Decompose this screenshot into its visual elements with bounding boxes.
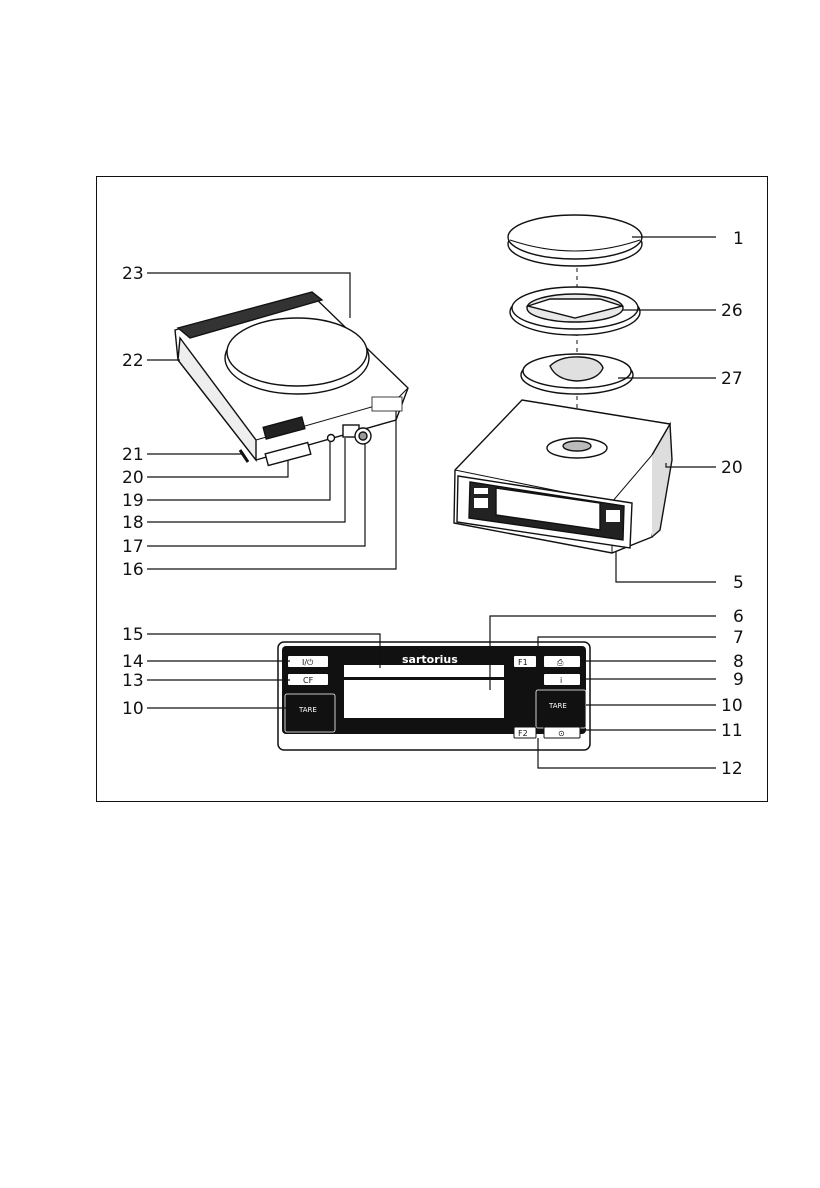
cf-key-label: CF: [303, 676, 314, 685]
callout-7: 7: [733, 628, 744, 648]
callout-1: 1: [733, 229, 744, 249]
balance-body: [454, 400, 672, 553]
tare-right-label: TARE: [548, 702, 567, 710]
callout-6: 6: [733, 607, 744, 627]
callout-14: 14: [122, 652, 144, 672]
f2-key-label: F2: [518, 729, 528, 738]
info-key-label: i: [560, 676, 562, 685]
callout-8: 8: [733, 652, 744, 672]
draft-shield-ring: [510, 287, 640, 335]
callout-20-left: 20: [122, 468, 144, 488]
callout-23: 23: [122, 264, 144, 284]
callout-19: 19: [122, 491, 144, 511]
callout-15: 15: [122, 625, 144, 645]
power-key-label: I/⏻: [302, 658, 314, 667]
callout-11: 11: [721, 721, 743, 741]
callout-5: 5: [733, 573, 744, 593]
callout-26: 26: [721, 301, 743, 321]
callout-22: 22: [122, 351, 144, 371]
callout-13: 13: [122, 671, 144, 691]
callout-21: 21: [122, 445, 144, 465]
control-panel: sartorius I/⏻ CF TARE F1 ⎙ i TARE F2 ⊙: [278, 642, 590, 750]
shield-disk: [521, 354, 633, 394]
callout-16: 16: [122, 560, 144, 580]
callout-12: 12: [721, 759, 743, 779]
callout-9: 9: [733, 670, 744, 690]
cal-key-label: ⊙: [558, 729, 565, 738]
weighing-pan: [508, 215, 642, 266]
callout-10-left: 10: [122, 699, 144, 719]
panel-brand: sartorius: [402, 653, 458, 666]
callout-18: 18: [122, 513, 144, 533]
callout-27: 27: [721, 369, 743, 389]
callout-20-right: 20: [721, 458, 743, 478]
f1-key-label: F1: [518, 658, 528, 667]
left-balance-illustration: [175, 292, 408, 465]
tare-left-label: TARE: [298, 706, 317, 714]
callout-17: 17: [122, 537, 144, 557]
print-key-label: ⎙: [557, 658, 564, 667]
callout-10-right: 10: [721, 696, 743, 716]
right-balance-illustration: [454, 215, 672, 553]
